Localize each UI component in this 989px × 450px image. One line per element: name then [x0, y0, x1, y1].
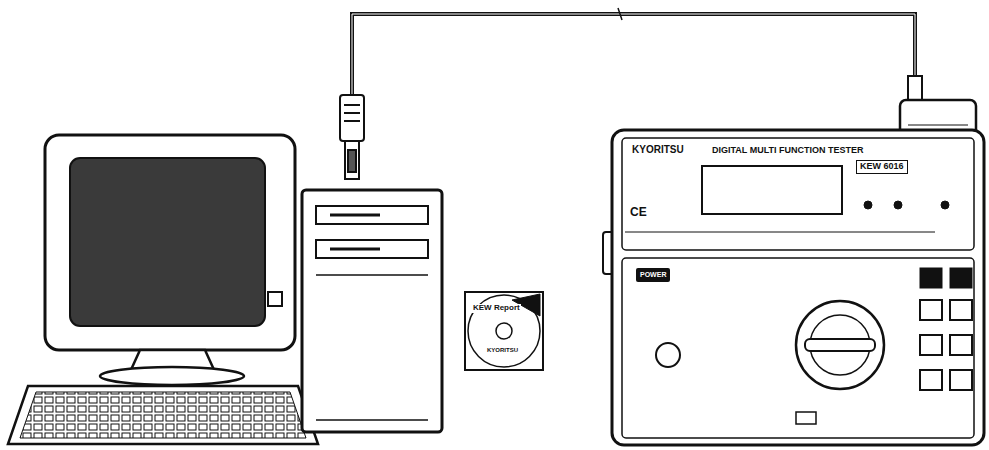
- cable-plug: [340, 95, 364, 179]
- usb-cable: [352, 8, 915, 95]
- model-number: KEW 6016: [856, 160, 908, 174]
- cd-title: KEW Report: [472, 304, 521, 313]
- computer-tower: [302, 190, 442, 432]
- cd-brand: KYORITSU: [486, 347, 519, 354]
- brand-name: KYORITSU: [632, 144, 684, 155]
- ce-mark: CE: [630, 206, 647, 219]
- computer-monitor: [45, 135, 295, 385]
- keyboard: [8, 386, 318, 444]
- power-button: POWER: [636, 268, 670, 282]
- multi-function-tester: [603, 130, 984, 445]
- model-title: DIGITAL MULTI FUNCTION TESTER: [712, 146, 864, 156]
- software-cd: [465, 292, 543, 370]
